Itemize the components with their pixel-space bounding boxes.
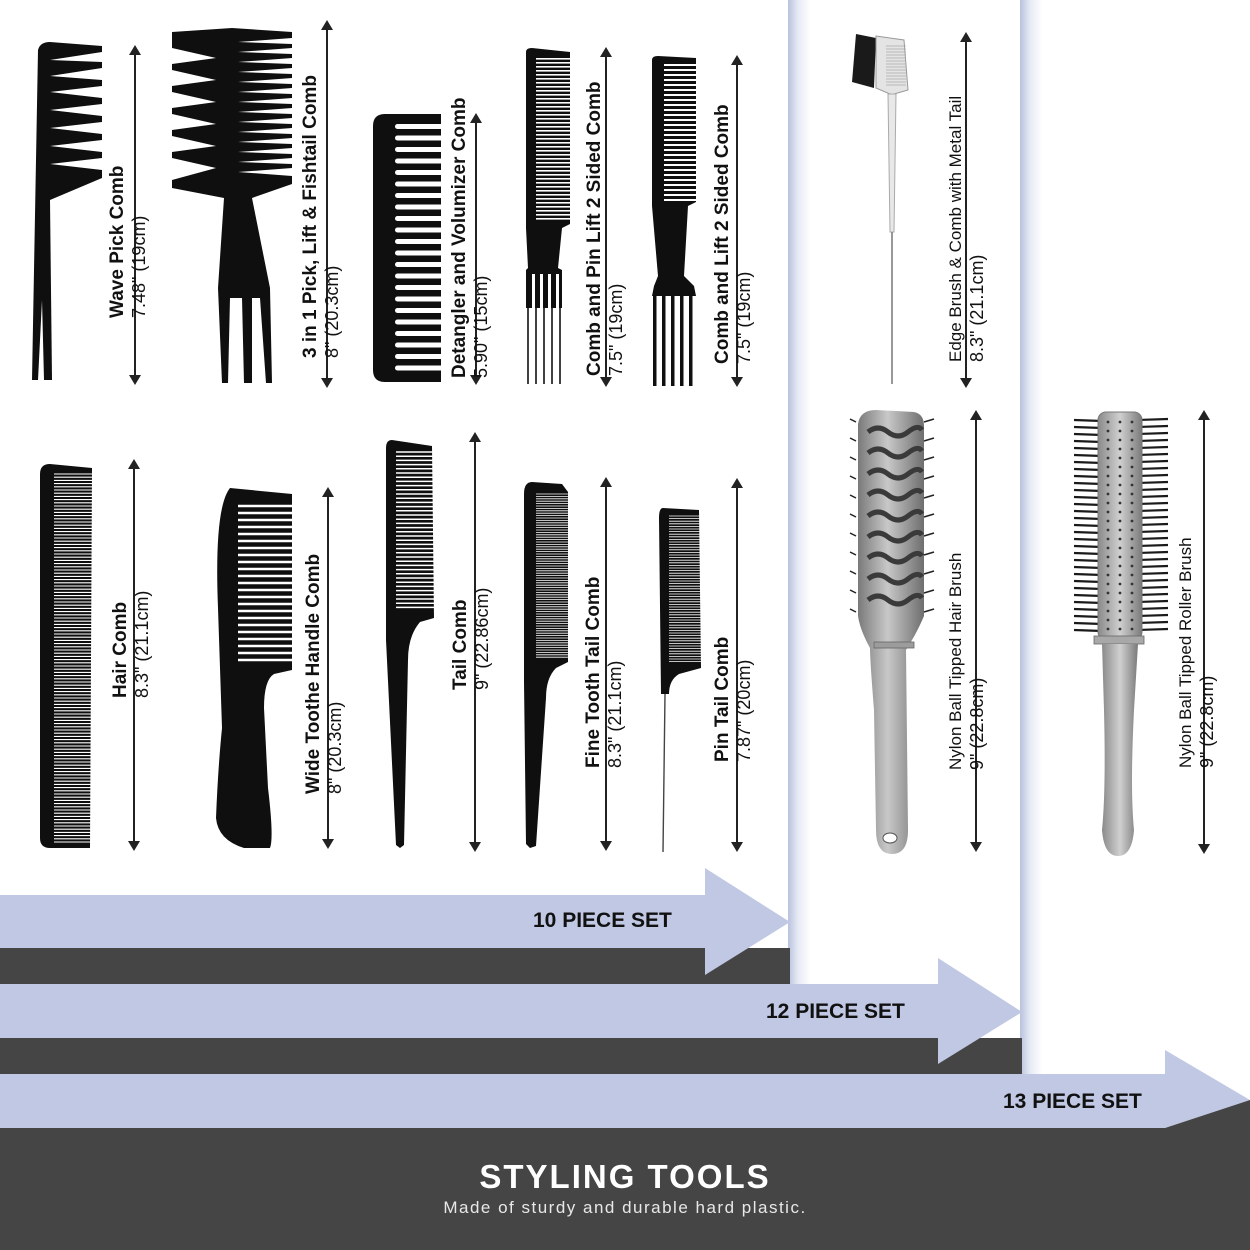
tool-size: 9" (22.8cm) bbox=[967, 677, 987, 770]
dimension-arrow bbox=[322, 487, 334, 849]
tool-name: Tail Comb bbox=[450, 599, 471, 690]
dimension-arrow bbox=[469, 432, 481, 852]
dimension-arrow bbox=[128, 459, 140, 851]
handle-comb-icon bbox=[216, 488, 294, 848]
dimension-arrow bbox=[600, 477, 612, 851]
wave-pick-comb-icon bbox=[32, 42, 102, 380]
panel-edge-12 bbox=[788, 0, 810, 1040]
set-12-arrow bbox=[0, 958, 1022, 1064]
footer-banner: STYLING TOOLS Made of sturdy and durable… bbox=[0, 1128, 1250, 1250]
tool-size: 8.3" (21.1cm) bbox=[132, 590, 152, 698]
dimension-arrow bbox=[960, 32, 972, 388]
panel-edge-13 bbox=[1020, 0, 1042, 1128]
tool-label-tail-comb: Tail Comb 9" (22.86cm) bbox=[450, 588, 493, 690]
hair-comb-icon bbox=[40, 464, 94, 848]
tail-comb-icon bbox=[386, 440, 436, 848]
roller-brush-icon bbox=[1073, 411, 1169, 856]
tool-size: 7.87" (20cm) bbox=[734, 659, 754, 762]
dimension-arrow bbox=[1198, 410, 1210, 854]
tool-size: 8.3" (21.1cm) bbox=[605, 660, 625, 768]
pin-tail-comb-icon bbox=[659, 508, 703, 853]
tool-name: Wide Toothe Handle Comb bbox=[303, 553, 324, 794]
dimension-arrow bbox=[970, 410, 982, 852]
tool-size: 7.5" (19cm) bbox=[606, 283, 626, 376]
dimension-arrow bbox=[731, 55, 743, 387]
paddle-brush-icon bbox=[849, 410, 935, 854]
tool-name: Fine Tooth Tail Comb bbox=[583, 576, 604, 768]
set-10-arrow bbox=[0, 868, 790, 975]
tool-name: Edge Brush & Comb with Metal Tail bbox=[946, 95, 965, 362]
dimension-arrow bbox=[129, 45, 141, 385]
tool-label-edge-brush: Edge Brush & Comb with Metal Tail 8.3" (… bbox=[945, 96, 988, 362]
banner-title: STYLING TOOLS bbox=[479, 1158, 771, 1195]
tool-size: 8" (20.3cm) bbox=[322, 265, 342, 358]
tool-name: Comb and Lift 2 Sided Comb bbox=[712, 104, 733, 364]
dimension-arrow bbox=[470, 113, 482, 385]
tool-label-detangler: Detangler and Volumizer Comb 5.90" (15cm… bbox=[449, 98, 492, 378]
tool-size: 8" (20.3cm) bbox=[325, 701, 345, 794]
tool-label-pin-tail: Pin Tail Comb 7.87" (20cm) bbox=[712, 637, 755, 762]
lift-comb-icon bbox=[652, 56, 698, 386]
set-arrows bbox=[0, 868, 1250, 1130]
set-10-dark-band bbox=[0, 948, 790, 984]
tool-name: Wave Pick Comb bbox=[107, 165, 128, 318]
tool-label-hair-comb: Hair Comb 8.3" (21.1cm) bbox=[110, 591, 153, 698]
set-label-10: 10 PIECE SET bbox=[533, 909, 672, 932]
set-label-12: 12 PIECE SET bbox=[766, 1000, 905, 1023]
dimension-arrow bbox=[731, 478, 743, 852]
tool-label-roller-brush: Nylon Ball Tipped Roller Brush 9" (22.8c… bbox=[1175, 537, 1218, 768]
detangler-comb-icon bbox=[373, 114, 443, 382]
tool-size: 9" (22.8cm) bbox=[1197, 675, 1217, 768]
pin-lift-comb-icon bbox=[526, 48, 572, 384]
tool-label-lift: Comb and Lift 2 Sided Comb 7.5" (19cm) bbox=[712, 104, 755, 364]
tool-size: 8.3" (21.1cm) bbox=[967, 254, 987, 362]
banner-subtitle: Made of sturdy and durable hard plastic. bbox=[443, 1198, 807, 1217]
set-12-dark-band bbox=[0, 1038, 1022, 1074]
tool-name: Comb and Pin Lift 2 Sided Comb bbox=[584, 81, 605, 377]
set-13-dark-corner bbox=[1165, 1100, 1250, 1130]
tool-name: Hair Comb bbox=[110, 601, 131, 698]
tool-label-handle-comb: Wide Toothe Handle Comb 8" (20.3cm) bbox=[303, 554, 346, 794]
tool-label-fine-tail: Fine Tooth Tail Comb 8.3" (21.1cm) bbox=[583, 577, 626, 768]
fine-tail-comb-icon bbox=[524, 482, 570, 848]
tool-name: Nylon Ball Tipped Roller Brush bbox=[1176, 537, 1195, 768]
dimension-arrow bbox=[600, 47, 612, 387]
tool-size: 9" (22.86cm) bbox=[472, 587, 492, 690]
edge-brush-icon bbox=[852, 34, 909, 384]
tool-label-pin-lift: Comb and Pin Lift 2 Sided Comb 7.5" (19c… bbox=[584, 82, 627, 377]
fishtail-comb-icon bbox=[172, 28, 292, 383]
tool-name: Pin Tail Comb bbox=[712, 636, 733, 762]
tool-name: Detangler and Volumizer Comb bbox=[449, 97, 470, 378]
dimension-arrow bbox=[321, 20, 333, 388]
tool-label-wave-pick: Wave Pick Comb 7.48" (19cm) bbox=[107, 166, 150, 318]
tool-name: Nylon Ball Tipped Hair Brush bbox=[946, 552, 965, 770]
tool-size: 7.5" (19cm) bbox=[734, 271, 754, 364]
tool-size: 7.48" (19cm) bbox=[129, 215, 149, 318]
set-label-13: 13 PIECE SET bbox=[1003, 1090, 1142, 1113]
tool-name: 3 in 1 Pick, Lift & Fishtail Comb bbox=[300, 75, 321, 358]
tool-size: 5.90" (15cm) bbox=[471, 275, 491, 378]
set-13-arrow bbox=[0, 1050, 1250, 1128]
tool-label-fishtail: 3 in 1 Pick, Lift & Fishtail Comb 8" (20… bbox=[300, 75, 343, 358]
tool-label-paddle-brush: Nylon Ball Tipped Hair Brush 9" (22.8cm) bbox=[945, 553, 988, 770]
